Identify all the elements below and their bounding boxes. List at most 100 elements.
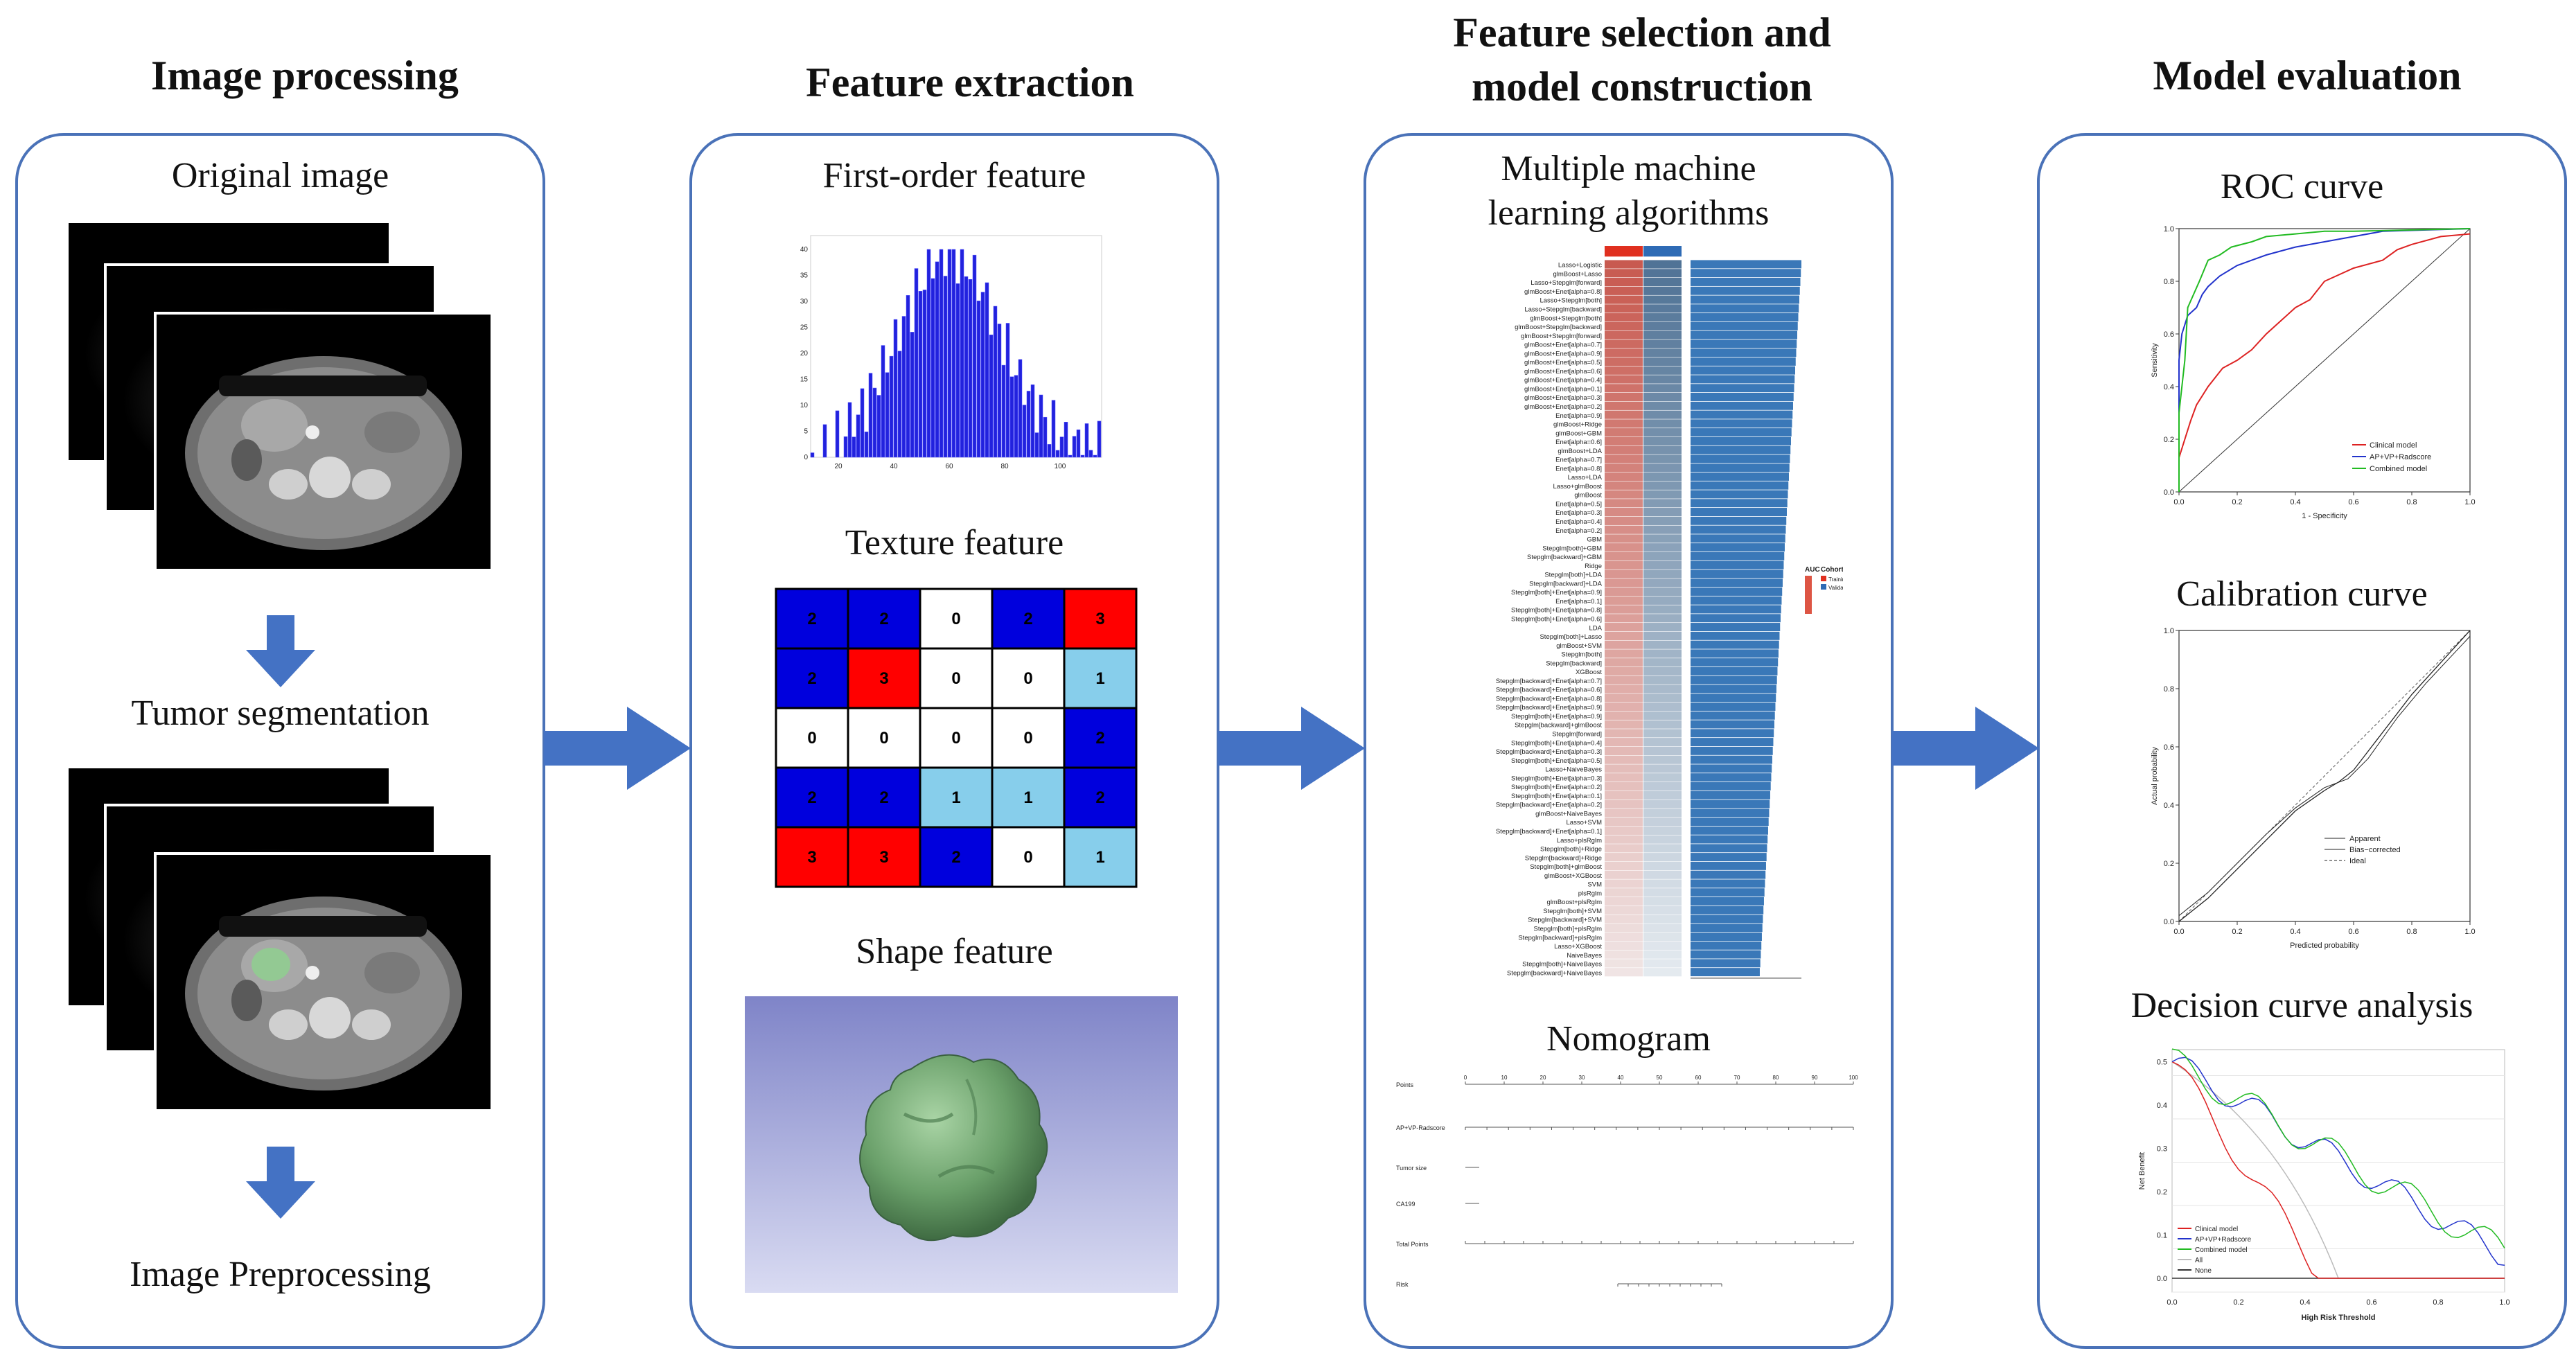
stage-title-line1: Feature selection and	[1453, 10, 1831, 55]
heatmap-cell-validation	[1643, 835, 1682, 844]
histogram-bar	[1051, 400, 1056, 458]
algorithm-label: Stepglm[backward]+Enet[alpha=0.9]	[1496, 704, 1602, 712]
texture-cell	[1063, 826, 1138, 888]
algorithm-label: Lasso+plsRglm	[1557, 837, 1602, 845]
histogram-bar	[1026, 391, 1031, 458]
heatmap-bar	[1691, 623, 1781, 632]
texture-cell	[847, 588, 921, 650]
histogram-bar	[1018, 359, 1023, 458]
heatmap-cell-validation	[1643, 781, 1682, 791]
heatmap-bar	[1691, 738, 1774, 747]
nomogram-points-tick: 50	[1657, 1075, 1663, 1081]
histogram-bar	[1043, 416, 1048, 458]
heatmap-bar	[1691, 508, 1787, 516]
heatmap-cell-validation	[1643, 499, 1682, 508]
heatmap-cell-training	[1605, 357, 1643, 367]
texture-cell-value: 2	[807, 610, 816, 628]
histogram-bar	[926, 249, 931, 458]
heatmap-cell-training	[1605, 260, 1643, 269]
texture-feature-label: Texture feature	[845, 523, 1064, 563]
heatmap-cell-training	[1605, 631, 1643, 640]
roc-x-tick: 0.6	[2348, 498, 2358, 506]
heatmap-bar	[1691, 959, 1761, 968]
image-preprocessing-label: Image Preprocessing	[130, 1255, 431, 1294]
dca-legend-label: None	[2195, 1267, 2212, 1275]
heatmap-cell-validation	[1643, 968, 1682, 977]
heatmap-bar	[1691, 694, 1776, 703]
algorithm-label: Enet[alpha=0.7]	[1555, 457, 1602, 464]
dca-y-label: Net Benefit	[2138, 1152, 2146, 1190]
texture-cell	[991, 588, 1066, 650]
heatmap-cell-validation	[1643, 454, 1682, 463]
heatmap-bar	[1691, 605, 1781, 614]
legend-training-swatch	[1821, 576, 1826, 581]
calibration-y-tick: 0.4	[2164, 802, 2174, 810]
nomogram-row-label: Tumor size	[1396, 1165, 1427, 1172]
texture-cell-value: 1	[1095, 669, 1104, 688]
heatmap-cell-training	[1605, 702, 1643, 712]
ml-heading-line2: learning algorithms	[1488, 193, 1770, 233]
algorithm-label: glmBoost+Enet[alpha=0.5]	[1524, 359, 1602, 367]
heatmap-cell-validation	[1643, 508, 1682, 517]
heatmap-cell-validation	[1643, 605, 1682, 614]
histogram-x-tick: 40	[890, 463, 898, 470]
texture-cell	[1063, 707, 1138, 769]
roc-x-label: 1 - Specificity	[2302, 512, 2347, 520]
calibration-y-tick: 1.0	[2164, 627, 2174, 635]
roc-y-tick: 0.2	[2164, 436, 2174, 444]
dca-y-tick: 0.5	[2157, 1059, 2167, 1067]
heatmap-cell-validation	[1643, 596, 1682, 605]
algorithm-label: Stepglm[backward]+NaiveBayes	[1507, 969, 1602, 977]
algorithm-label: glmBoost+XGBoost	[1544, 872, 1603, 880]
heatmap-bar	[1691, 640, 1779, 649]
texture-cell	[1063, 647, 1138, 709]
heatmap-cell-training	[1605, 436, 1643, 446]
heatmap-cell-training	[1605, 729, 1643, 738]
heatmap-cell-validation	[1643, 711, 1682, 720]
roc-curve-heading: ROC curve	[2220, 167, 2384, 206]
histogram-y-tick: 25	[800, 324, 809, 332]
heatmap-cell-validation	[1643, 295, 1682, 304]
nomogram-points-tick: 10	[1501, 1075, 1508, 1081]
heatmap-cell-training	[1605, 534, 1643, 543]
histogram-bar	[1064, 421, 1068, 458]
heatmap-cell-training	[1605, 844, 1643, 853]
shape-feature-label: Shape feature	[856, 932, 1053, 971]
calibration-legend-label: Bias−corrected	[2349, 846, 2401, 854]
stage-title-feature-extraction: Feature extraction	[806, 60, 1134, 105]
heatmap-cell-training	[1605, 720, 1643, 729]
heatmap-cell-validation	[1643, 321, 1682, 331]
algorithm-label: glmBoost+Stepglm[both]	[1530, 315, 1602, 322]
heatmap-cell-training	[1605, 853, 1643, 862]
heatmap-bar	[1691, 950, 1761, 959]
heatmap-cell-training	[1605, 560, 1643, 569]
algorithm-label: NaiveBayes	[1567, 952, 1602, 960]
heatmap-cell-training	[1605, 543, 1643, 552]
algorithm-label: Enet[alpha=0.6]	[1555, 439, 1602, 446]
heatmap-bar	[1691, 569, 1783, 579]
dca-x-tick: 1.0	[2499, 1298, 2509, 1307]
heatmap-cell-training	[1605, 277, 1643, 287]
heatmap-bar	[1691, 809, 1770, 818]
heatmap-cell-training	[1605, 658, 1643, 667]
histogram-bar	[968, 279, 973, 458]
histogram-y-tick: 15	[800, 376, 809, 384]
heatmap-cell-training	[1605, 906, 1643, 915]
heatmap-bar	[1691, 366, 1795, 375]
heatmap-cell-validation	[1643, 720, 1682, 729]
legend-validation-swatch	[1821, 584, 1826, 590]
heatmap-cell-training	[1605, 596, 1643, 605]
heatmap-cell-training	[1605, 516, 1643, 525]
heatmap-cell-training	[1605, 781, 1643, 791]
dca-x-label: High Risk Threshold	[2302, 1314, 2376, 1322]
algorithm-label: glmBoost	[1574, 492, 1602, 500]
heatmap-bar	[1691, 781, 1771, 791]
algorithm-label: plsRglm	[1578, 890, 1602, 897]
heatmap-bar	[1691, 321, 1798, 330]
roc-y-tick: 0.8	[2164, 278, 2174, 286]
heatmap-bar	[1691, 472, 1789, 481]
algorithm-label: Stepglm[both]+Enet[alpha=0.3]	[1511, 775, 1602, 782]
heatmap-cell-training	[1605, 499, 1643, 508]
texture-cell-value: 2	[951, 848, 960, 867]
